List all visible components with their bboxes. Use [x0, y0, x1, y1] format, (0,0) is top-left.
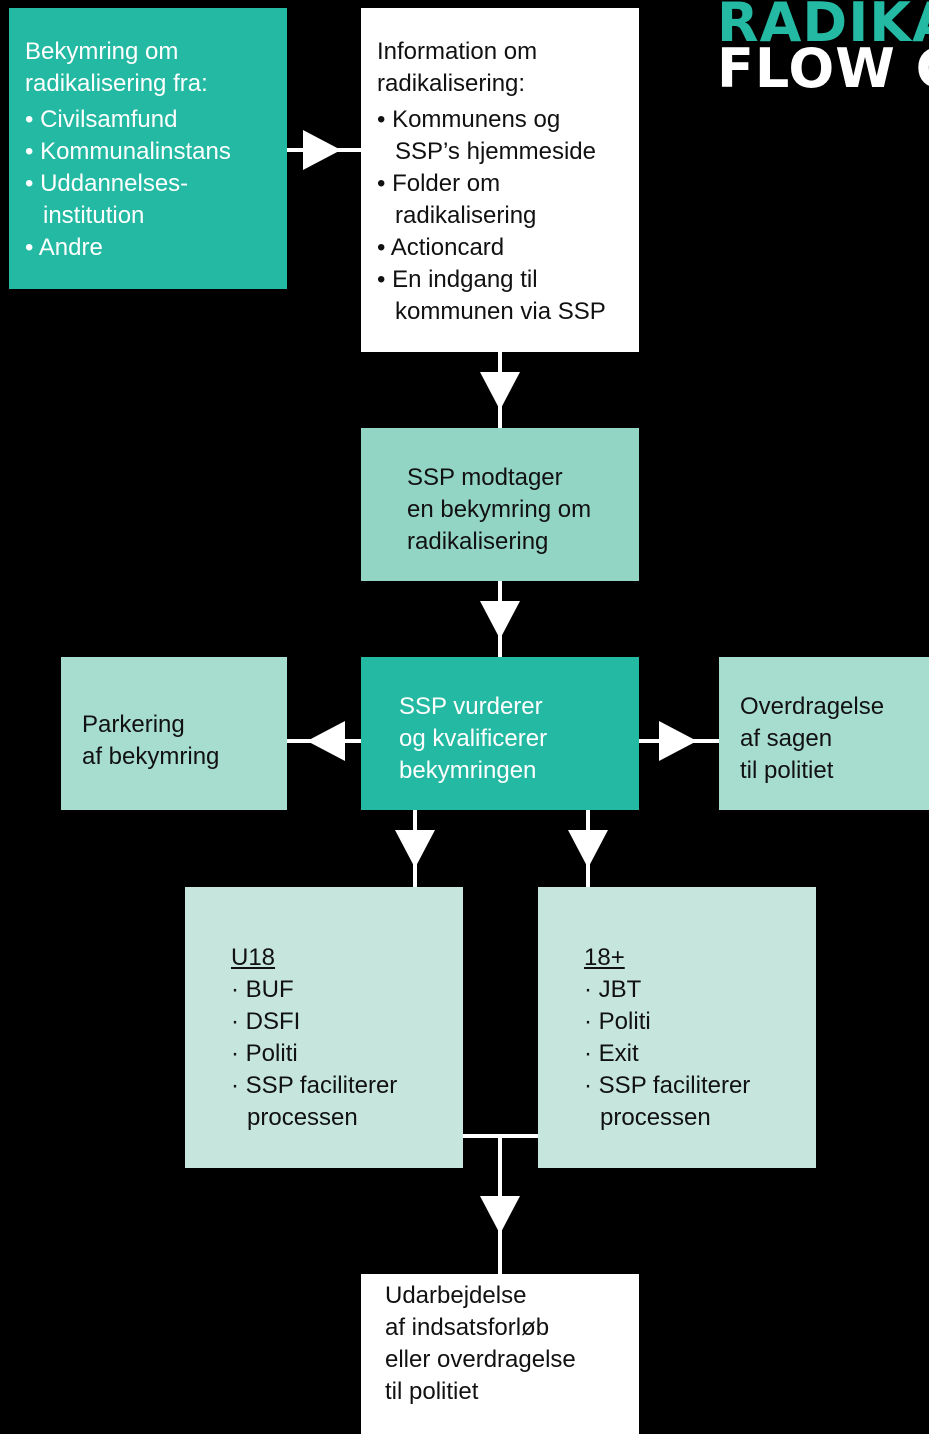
- box-heading: Bekymring om: [25, 38, 179, 65]
- assess-concern-box: SSP vurderer og kvalificerer bekymringen: [361, 657, 639, 810]
- list-item: · SSP faciliterer: [231, 1072, 398, 1099]
- dot-icon: ·: [231, 1040, 239, 1067]
- dot-icon: ·: [584, 1072, 592, 1099]
- box-heading: radikalisering fra:: [25, 70, 208, 97]
- list-item: · DSFI: [231, 1008, 301, 1035]
- list-item: · Exit: [584, 1040, 639, 1067]
- under-18-box: U18 · BUF · DSFI · Politi · SSP facilite…: [185, 887, 463, 1168]
- box-text-line: Overdragelse: [740, 693, 885, 720]
- arrowhead-right-icon: [659, 721, 697, 761]
- box-text-line: SSP modtager: [407, 464, 563, 491]
- action-plan-box: Udarbejdelse af indsatsforløb eller over…: [361, 1274, 639, 1434]
- arrowhead-down-icon: [480, 601, 520, 639]
- bullet-icon: •: [25, 234, 34, 261]
- title-line-1: RADIKA: [717, 0, 929, 54]
- list-item: • Actioncard: [377, 234, 505, 261]
- concern-source-box: Bekymring om radikalisering fra: • Civil…: [9, 8, 287, 289]
- arrowhead-down-icon: [568, 830, 608, 868]
- dot-icon: ·: [584, 976, 592, 1003]
- dot-icon: ·: [584, 1008, 592, 1035]
- handover-to-police-box: Overdragelse af sagen til politiet: [719, 657, 929, 810]
- arrowhead-down-icon: [480, 372, 520, 410]
- title-line-2: FLOW C: [717, 37, 929, 100]
- list-item-continuation: processen: [247, 1104, 358, 1131]
- box-heading: 18+: [584, 944, 625, 971]
- information-box: Information om radikalisering: • Kommune…: [361, 8, 639, 352]
- list-item: · Politi: [231, 1040, 298, 1067]
- list-item: · BUF: [231, 976, 294, 1003]
- list-item: • Andre: [25, 234, 103, 261]
- arrowhead-down-icon: [395, 830, 435, 868]
- arrowhead-left-icon: [307, 721, 345, 761]
- bullet-icon: •: [377, 266, 386, 293]
- dot-icon: ·: [231, 1008, 239, 1035]
- bullet-icon: •: [377, 234, 386, 261]
- box-text-line: bekymringen: [399, 757, 537, 784]
- list-item: · Politi: [584, 1008, 651, 1035]
- dot-icon: ·: [231, 976, 239, 1003]
- list-item: • En indgang til: [377, 266, 538, 293]
- list-item-continuation: kommunen via SSP: [395, 298, 606, 325]
- box-text-line: en bekymring om: [407, 496, 592, 523]
- box-text-line: til politiet: [740, 757, 834, 784]
- box-text-line: til politiet: [385, 1378, 479, 1405]
- parking-box: Parkering af bekymring: [61, 657, 287, 810]
- receive-concern-box: SSP modtager en bekymring om radikaliser…: [361, 428, 639, 581]
- box-heading: U18: [231, 944, 276, 971]
- box-text-line: af indsatsforløb: [385, 1314, 550, 1341]
- bullet-icon: •: [377, 170, 386, 197]
- bullet-icon: •: [25, 170, 34, 197]
- box-heading: radikalisering:: [377, 70, 526, 97]
- page-title: RADIKA FLOW C: [717, 0, 929, 100]
- list-item-continuation: radikalisering: [395, 202, 537, 229]
- box-text-line: og kvalificerer: [399, 725, 548, 752]
- list-item-continuation: processen: [600, 1104, 711, 1131]
- list-item: · SSP faciliterer: [584, 1072, 751, 1099]
- bullet-icon: •: [377, 106, 386, 133]
- box-text-line: Udarbejdelse: [385, 1282, 527, 1309]
- list-item: • Folder om: [377, 170, 501, 197]
- box-text-line: af sagen: [740, 725, 833, 752]
- list-item: • Civilsamfund: [25, 106, 178, 133]
- arrowhead-right-icon: [303, 130, 341, 170]
- over-18-box: 18+ · JBT · Politi · Exit · SSP facilite…: [538, 887, 816, 1168]
- list-item-continuation: institution: [43, 202, 145, 229]
- box-text-line: af bekymring: [82, 743, 220, 770]
- dot-icon: ·: [584, 1040, 592, 1067]
- bullet-icon: •: [25, 106, 34, 133]
- box-text-line: eller overdragelse: [385, 1346, 576, 1373]
- arrowhead-down-icon: [480, 1196, 520, 1234]
- box-text-line: SSP vurderer: [399, 693, 543, 720]
- dot-icon: ·: [231, 1072, 239, 1099]
- list-item: • Kommunalinstans: [25, 138, 231, 165]
- list-item: • Uddannelses-: [25, 170, 189, 197]
- list-item-continuation: SSP’s hjemmeside: [395, 138, 596, 165]
- list-item: · JBT: [584, 976, 642, 1003]
- box-text-line: radikalisering: [407, 528, 549, 555]
- box-heading: Information om: [377, 38, 538, 65]
- list-item: • Kommunens og: [377, 106, 561, 133]
- bullet-icon: •: [25, 138, 34, 165]
- box-text-line: Parkering: [82, 711, 185, 738]
